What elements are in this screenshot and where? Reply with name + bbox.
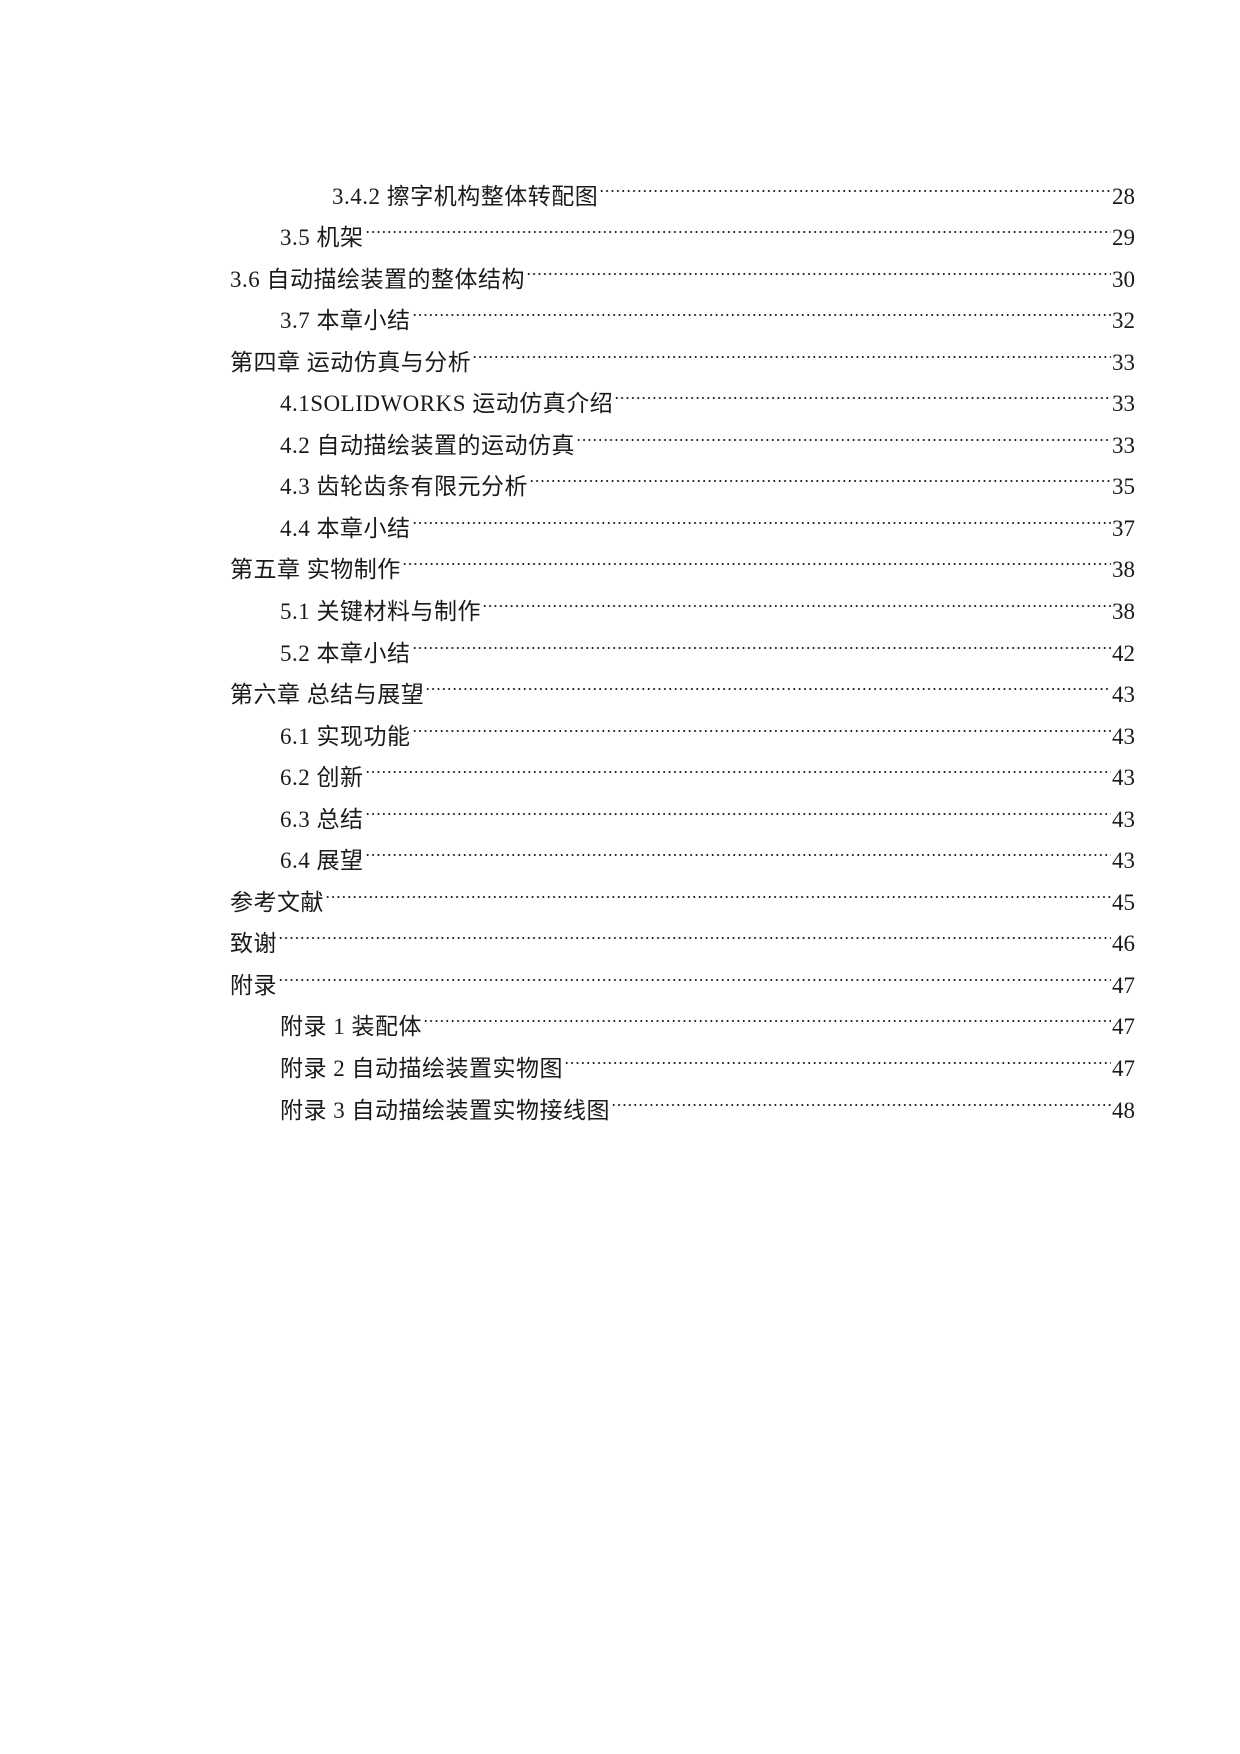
toc-entry-title: 6.1 实现功能 (280, 723, 411, 749)
toc-entry-page: 33 (1112, 349, 1135, 375)
dot-leader (425, 661, 1111, 703)
toc-entry-title: 3.4.2 擦字机构整体转配图 (332, 183, 599, 209)
dot-leader (423, 993, 1111, 1035)
toc-entry-page: 43 (1112, 682, 1135, 708)
dot-leader (411, 619, 1112, 661)
dot-leader (614, 370, 1111, 412)
toc-entry-page: 35 (1112, 474, 1135, 500)
toc-entry-page: 30 (1112, 266, 1135, 292)
toc-entry-chapter-4[interactable]: 第四章 运动仿真与分析 33 (230, 328, 1135, 375)
toc-entry-title: 6.2 创新 (280, 765, 364, 791)
toc-entry-3-5[interactable]: 3.5 机架 29 (230, 204, 1135, 250)
toc-entry-appendix-2[interactable]: 附录 2 自动描绘装置实物图 47 (230, 1034, 1135, 1081)
toc-entry-title: 5.1 关键材料与制作 (280, 599, 481, 625)
dot-leader (564, 1034, 1111, 1076)
toc-entry-6-1[interactable]: 6.1 实现功能 43 (230, 702, 1135, 749)
toc-entry-page: 43 (1112, 806, 1135, 832)
toc-entry-title: 3.7 本章小结 (280, 308, 411, 334)
dot-leader (526, 245, 1111, 287)
dot-leader (364, 204, 1112, 246)
dot-leader (364, 827, 1112, 869)
toc-entry-title: 附录 1 装配体 (280, 1014, 422, 1040)
toc-entry-page: 33 (1112, 432, 1135, 458)
toc-entry-3-4-2[interactable]: 3.4.2 擦字机构整体转配图 28 (230, 162, 1135, 209)
toc-entry-appendix-3[interactable]: 附录 3 自动描绘装置实物接线图 48 (230, 1076, 1135, 1123)
toc-entry-6-3[interactable]: 6.3 总结 43 (230, 785, 1135, 832)
dot-leader (482, 577, 1111, 619)
toc-entry-acknowledgements[interactable]: 致谢 46 (230, 910, 1135, 956)
toc-entry-title: 附录 2 自动描绘装置实物图 (280, 1056, 563, 1082)
toc-entry-chapter-6[interactable]: 第六章 总结与展望 43 (230, 661, 1135, 707)
toc-entry-3-6[interactable]: 3.6 自动描绘装置的整体结构 30 (230, 245, 1135, 292)
dot-leader (611, 1076, 1111, 1118)
dot-leader (411, 494, 1112, 536)
toc-entry-4-3[interactable]: 4.3 齿轮齿条有限元分析 35 (230, 453, 1135, 499)
toc-entry-title: 4.2 自动描绘装置的运动仿真 (280, 432, 575, 458)
toc-entry-6-2[interactable]: 6.2 创新 43 (230, 744, 1135, 790)
dot-leader (529, 453, 1111, 495)
dot-leader (472, 328, 1111, 370)
toc-entry-appendix-1[interactable]: 附录 1 装配体 47 (230, 993, 1135, 1039)
toc-entry-title: 6.3 总结 (280, 806, 364, 832)
toc-entry-page: 37 (1112, 515, 1135, 541)
dot-leader (411, 702, 1112, 744)
toc-entry-page: 47 (1112, 1014, 1135, 1040)
toc-entry-references[interactable]: 参考文献 45 (230, 868, 1135, 915)
toc-entry-appendix[interactable]: 附录 47 (230, 951, 1135, 998)
toc-entry-page: 43 (1112, 723, 1135, 749)
toc-entry-title: 参考文献 (230, 889, 324, 915)
dot-leader (278, 951, 1111, 993)
toc-entry-4-1[interactable]: 4.1SOLIDWORKS 运动仿真介绍 33 (230, 370, 1135, 416)
toc-entry-5-2[interactable]: 5.2 本章小结 42 (230, 619, 1135, 666)
toc-entry-page: 43 (1112, 848, 1135, 874)
toc-entry-title: 附录 3 自动描绘装置实物接线图 (280, 1097, 610, 1123)
toc-entry-page: 45 (1112, 889, 1135, 915)
toc-entry-6-4[interactable]: 6.4 展望 43 (230, 827, 1135, 873)
toc-entry-page: 38 (1112, 557, 1135, 583)
dot-leader (278, 910, 1111, 952)
dot-leader (401, 536, 1111, 578)
toc-entry-page: 32 (1112, 308, 1135, 334)
toc-entry-title: 5.2 本章小结 (280, 640, 411, 666)
dot-leader (576, 411, 1111, 453)
toc-entry-title: 附录 (230, 972, 277, 998)
toc-entry-page: 38 (1112, 599, 1135, 625)
table-of-contents: 3.4.2 擦字机构整体转配图 28 3.5 机架 29 3.6 自动描绘装置的… (230, 162, 1135, 1123)
toc-entry-chapter-5[interactable]: 第五章 实物制作 38 (230, 536, 1135, 582)
toc-entry-title: 6.4 展望 (280, 848, 364, 874)
dot-leader (364, 785, 1112, 827)
toc-entry-title: 4.3 齿轮齿条有限元分析 (280, 474, 528, 500)
toc-entry-5-1[interactable]: 5.1 关键材料与制作 38 (230, 577, 1135, 624)
toc-entry-title: 3.5 机架 (280, 225, 364, 251)
toc-entry-title: 4.4 本章小结 (280, 515, 411, 541)
dot-leader (599, 162, 1111, 204)
toc-entry-title: 第五章 实物制作 (230, 557, 401, 583)
dot-leader (364, 744, 1112, 786)
toc-entry-4-2[interactable]: 4.2 自动描绘装置的运动仿真 33 (230, 411, 1135, 458)
dot-leader (325, 868, 1111, 910)
toc-entry-page: 29 (1112, 225, 1135, 251)
toc-entry-title: 致谢 (230, 931, 277, 957)
toc-entry-page: 47 (1112, 972, 1135, 998)
toc-entry-title: 4.1SOLIDWORKS 运动仿真介绍 (280, 391, 614, 417)
toc-entry-page: 28 (1112, 183, 1135, 209)
toc-entry-title: 第六章 总结与展望 (230, 682, 425, 708)
toc-entry-page: 48 (1112, 1097, 1135, 1123)
toc-entry-3-7[interactable]: 3.7 本章小结 32 (230, 287, 1135, 333)
toc-entry-page: 47 (1112, 1056, 1135, 1082)
toc-entry-page: 33 (1112, 391, 1135, 417)
dot-leader (411, 287, 1112, 329)
toc-entry-page: 43 (1112, 765, 1135, 791)
toc-entry-title: 3.6 自动描绘装置的整体结构 (230, 266, 525, 292)
toc-entry-4-4[interactable]: 4.4 本章小结 37 (230, 494, 1135, 541)
toc-entry-title: 第四章 运动仿真与分析 (230, 349, 472, 375)
toc-entry-page: 46 (1112, 931, 1135, 957)
toc-entry-page: 42 (1112, 640, 1135, 666)
